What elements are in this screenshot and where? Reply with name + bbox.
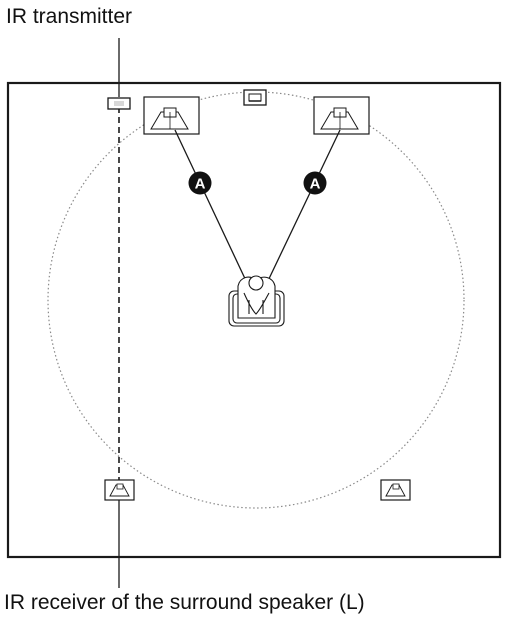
distance-line-left xyxy=(174,129,249,286)
front-left-speaker xyxy=(143,96,200,135)
surround-right-speaker xyxy=(380,479,411,501)
distance-line-right xyxy=(265,129,341,286)
marker-a-right-text: A xyxy=(310,176,321,193)
listener-icon xyxy=(228,275,285,327)
surround-left-speaker xyxy=(104,479,135,501)
center-speaker xyxy=(243,89,267,106)
room-outline xyxy=(6,81,502,559)
ir-receiver-label: IR receiver of the surround speaker (L) xyxy=(4,591,365,614)
front-right-speaker xyxy=(313,96,370,135)
marker-a-left: A xyxy=(188,171,212,195)
marker-a-right: A xyxy=(303,171,327,195)
marker-a-left-text: A xyxy=(195,176,206,193)
listening-circle xyxy=(47,91,465,509)
ir-transmitter-label: IR transmitter xyxy=(6,5,133,28)
